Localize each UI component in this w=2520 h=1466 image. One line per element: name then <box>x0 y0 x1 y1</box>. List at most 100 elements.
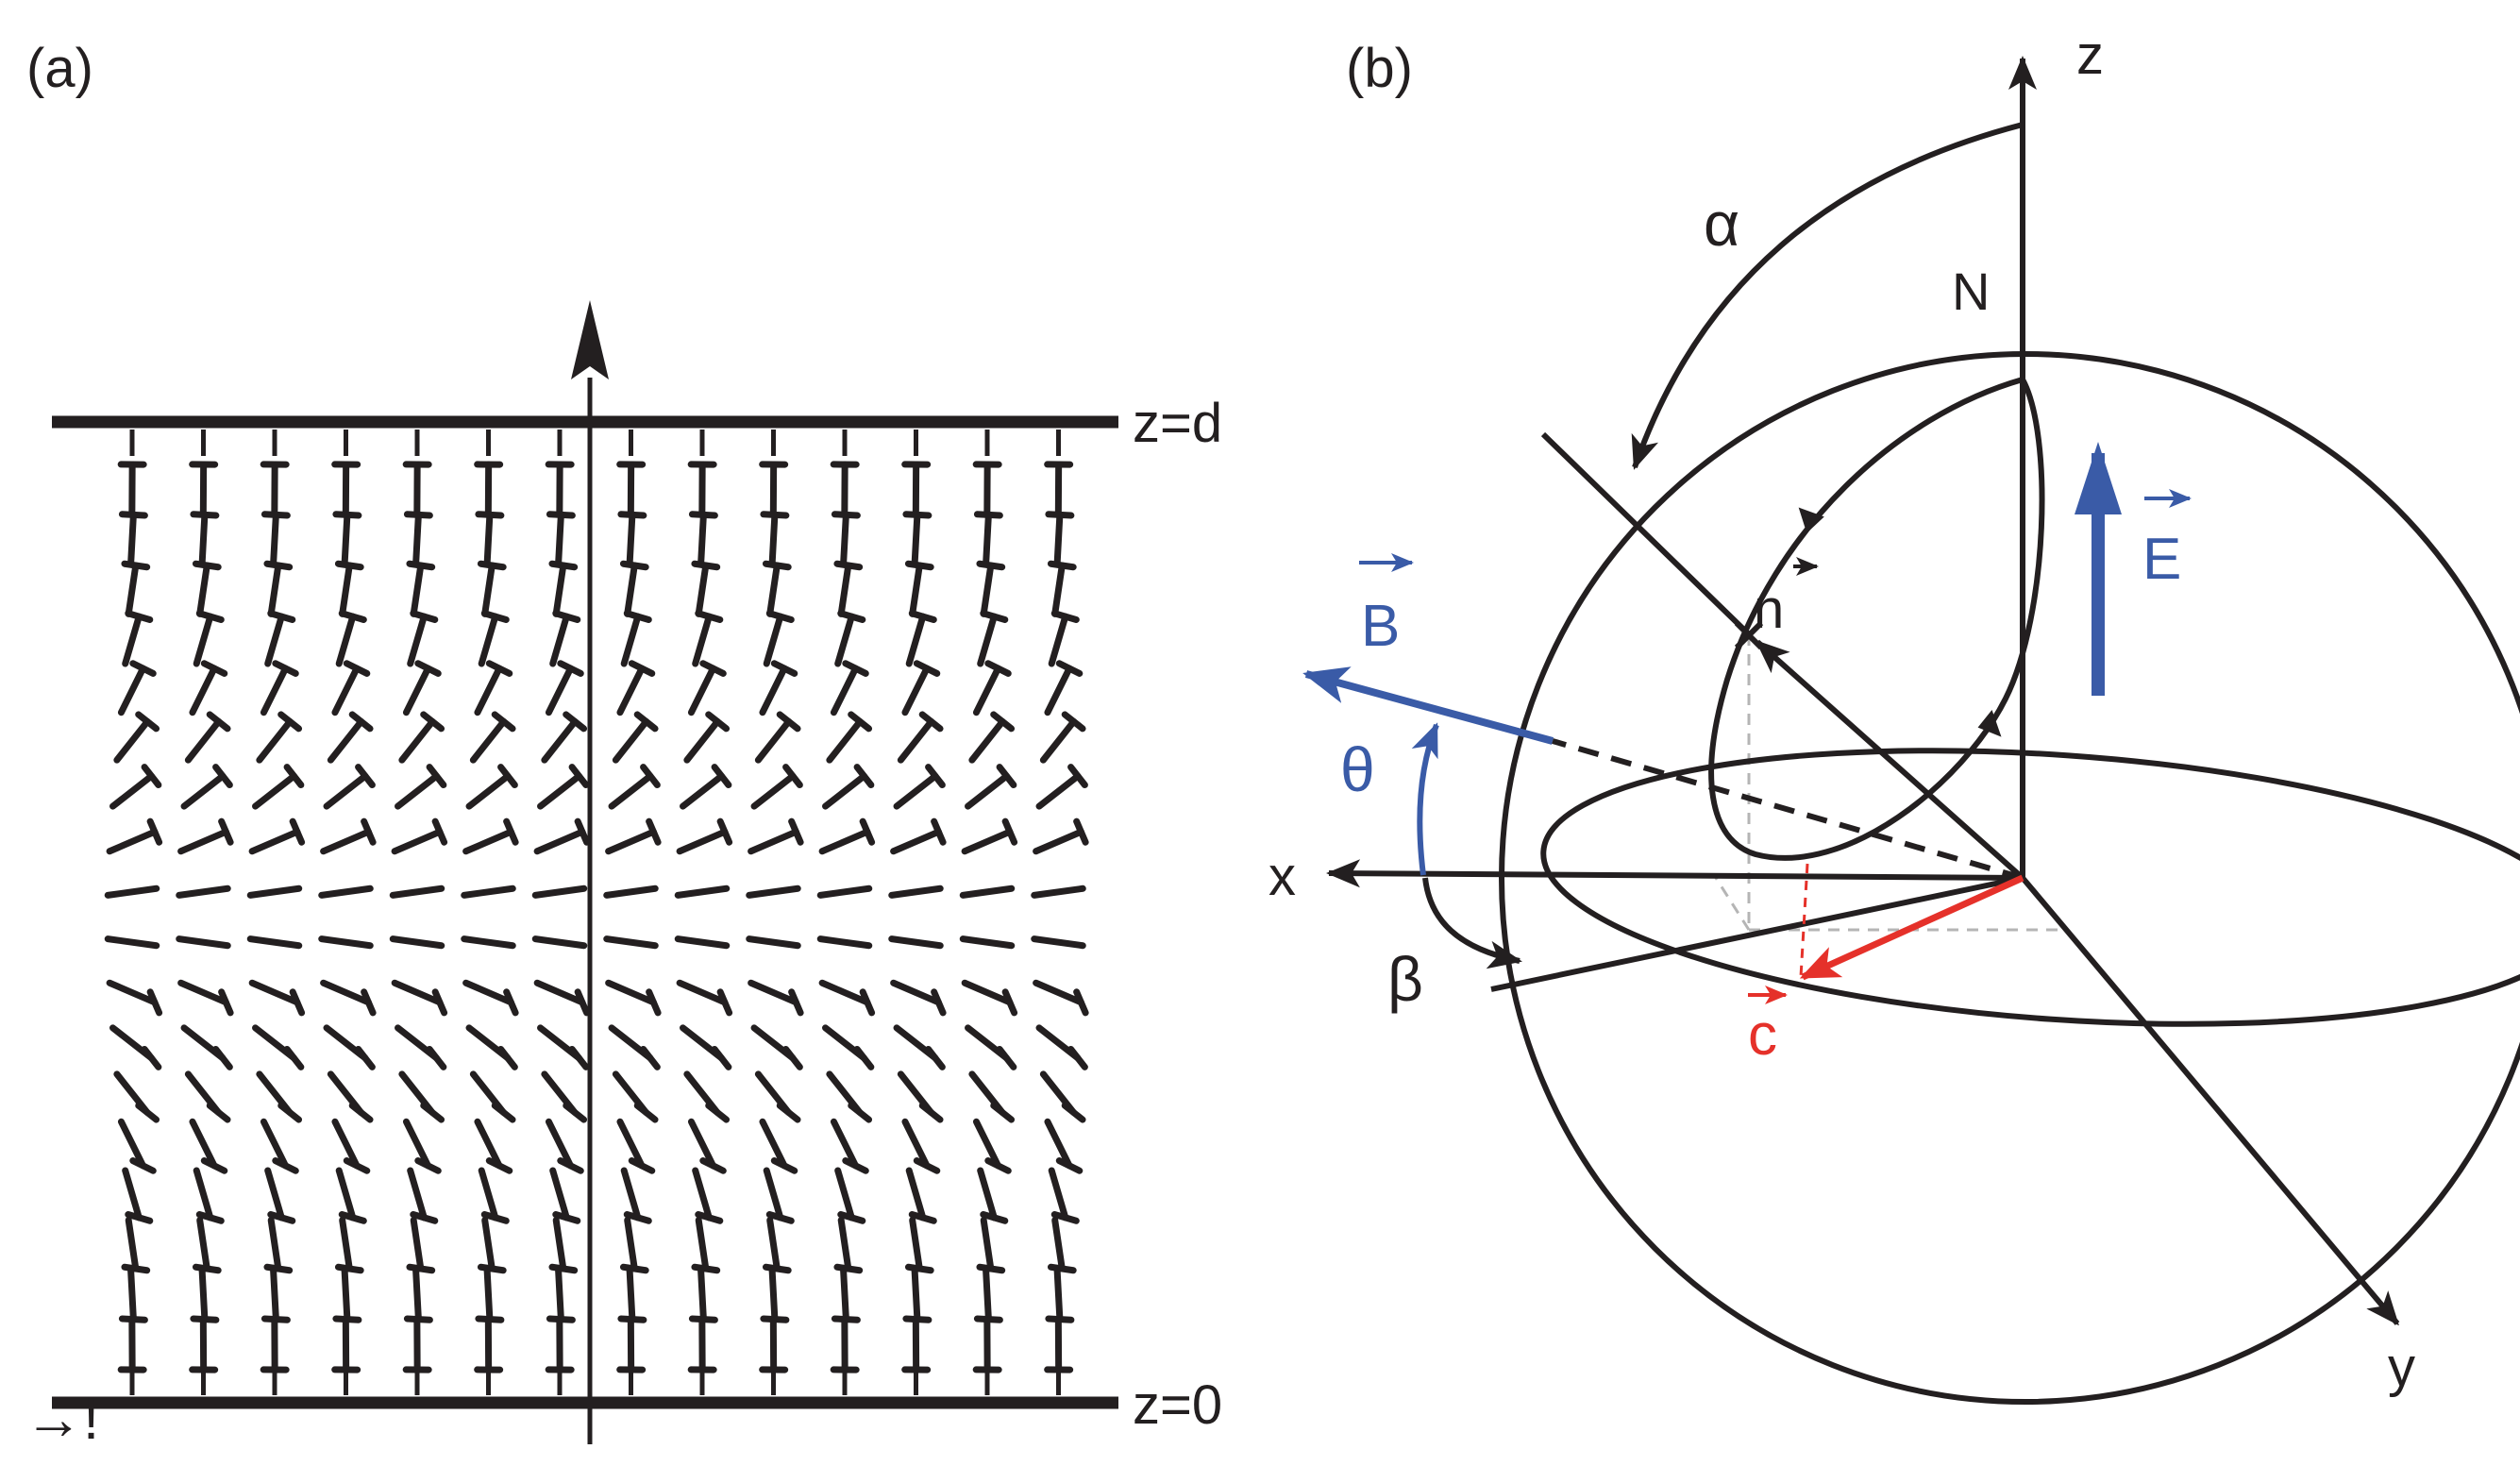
director-nail-head <box>557 1157 584 1174</box>
director-nail-head <box>361 817 377 846</box>
director-nail <box>972 665 1002 716</box>
director-nail-head <box>420 1102 445 1123</box>
director-nail <box>768 1267 779 1323</box>
director-nail-head <box>283 1045 305 1070</box>
director-nail-head <box>497 764 518 789</box>
director-nail <box>531 935 588 950</box>
director-nail-head <box>984 1157 1012 1174</box>
director-nail <box>605 828 657 855</box>
director-nail-head <box>1045 511 1075 519</box>
c-vector-drop <box>1799 863 1809 978</box>
director-nail-head <box>633 1102 659 1123</box>
director-nail-head <box>277 1102 303 1123</box>
director-nail <box>402 1118 432 1170</box>
director-nail-head <box>480 610 510 623</box>
director-nail-head <box>848 1102 873 1123</box>
director-nail-head <box>431 817 448 846</box>
director-nail-head <box>503 817 519 846</box>
director-nail-head <box>146 817 163 846</box>
director-nail-head <box>272 660 299 677</box>
director-nail <box>616 1118 646 1170</box>
panel-b: (b) z N x y n α <box>1268 25 2520 1405</box>
director-nail-head <box>361 988 377 1017</box>
director-nail <box>961 828 1014 855</box>
director-nail <box>335 613 357 667</box>
director-nail <box>389 935 445 950</box>
director-nail-head <box>996 1045 1017 1070</box>
b-field-projection <box>1552 738 2024 881</box>
director-nail-head <box>206 1102 231 1123</box>
director-nail-head <box>1047 560 1077 571</box>
director-nail <box>674 885 731 899</box>
director-nail <box>412 1267 422 1323</box>
director-nail <box>840 511 849 567</box>
director-nail <box>840 1267 849 1323</box>
director-nail <box>626 1267 636 1323</box>
director-nail <box>391 979 444 1006</box>
director-nail <box>1051 562 1066 617</box>
director-nail <box>469 717 508 764</box>
director-nail-head <box>135 711 160 733</box>
director-nail-head <box>426 1045 447 1070</box>
director-nail-head <box>343 1157 371 1174</box>
director-nail-head <box>980 610 1009 623</box>
director-nail-head <box>503 988 519 1017</box>
director-nail-head <box>552 1211 581 1224</box>
director-nail <box>246 935 303 950</box>
z-axis-label: z <box>2076 25 2104 86</box>
director-nail <box>837 1217 852 1272</box>
y-axis-label: y <box>2388 1337 2415 1398</box>
director-nail <box>1048 613 1069 667</box>
director-nail-head <box>918 711 944 733</box>
director-nail <box>339 562 353 617</box>
director-nail <box>113 717 151 764</box>
director-nail-head <box>410 610 439 623</box>
director-nail-head <box>568 1045 590 1070</box>
director-nail <box>549 613 570 667</box>
director-nail-head <box>973 511 1003 519</box>
director-nail <box>746 935 801 950</box>
director-nail-head <box>121 1263 151 1274</box>
director-nail <box>193 613 214 667</box>
director-nail-head <box>837 610 866 623</box>
director-nail <box>256 717 294 764</box>
director-nail <box>407 613 428 667</box>
director-nail <box>462 828 514 855</box>
director-nail <box>196 562 210 617</box>
director-nail <box>1053 1267 1064 1323</box>
director-nail-head <box>1047 1263 1077 1274</box>
director-nail-head <box>691 560 721 571</box>
director-nail-head <box>716 988 733 1017</box>
director-nail <box>687 665 717 716</box>
director-nail <box>391 828 444 855</box>
director-nail-head <box>568 764 590 789</box>
director-nail <box>109 772 155 810</box>
director-nail-head <box>1001 988 1018 1017</box>
director-nail-head <box>129 660 157 677</box>
director-nail <box>983 1267 992 1323</box>
director-nail <box>552 1217 567 1272</box>
director-nail <box>834 1167 855 1222</box>
director-nail <box>965 772 1010 810</box>
director-nail <box>104 935 160 950</box>
director-nail <box>768 511 779 567</box>
bottom-plate-label: z=0 <box>1133 1374 1222 1436</box>
director-nail-head <box>475 511 505 519</box>
director-nail <box>402 665 432 716</box>
director-nail <box>193 1167 214 1222</box>
director-nail <box>695 1217 710 1272</box>
director-nail-head <box>617 511 647 519</box>
director-nail-head <box>623 610 652 623</box>
director-nail-head <box>762 1263 792 1274</box>
director-nail-head <box>913 660 941 677</box>
director-nail-head <box>135 1102 160 1123</box>
top-plate-label: z=d <box>1133 393 1222 454</box>
director-nail-head <box>976 1263 1006 1274</box>
theta-arc <box>1411 722 1439 876</box>
director-nail <box>323 772 369 810</box>
panel-b-label: (b) <box>1346 38 1413 99</box>
director-nail-head <box>716 817 733 846</box>
director-nail-head <box>699 1157 727 1174</box>
director-tip-mark <box>1734 620 1764 650</box>
